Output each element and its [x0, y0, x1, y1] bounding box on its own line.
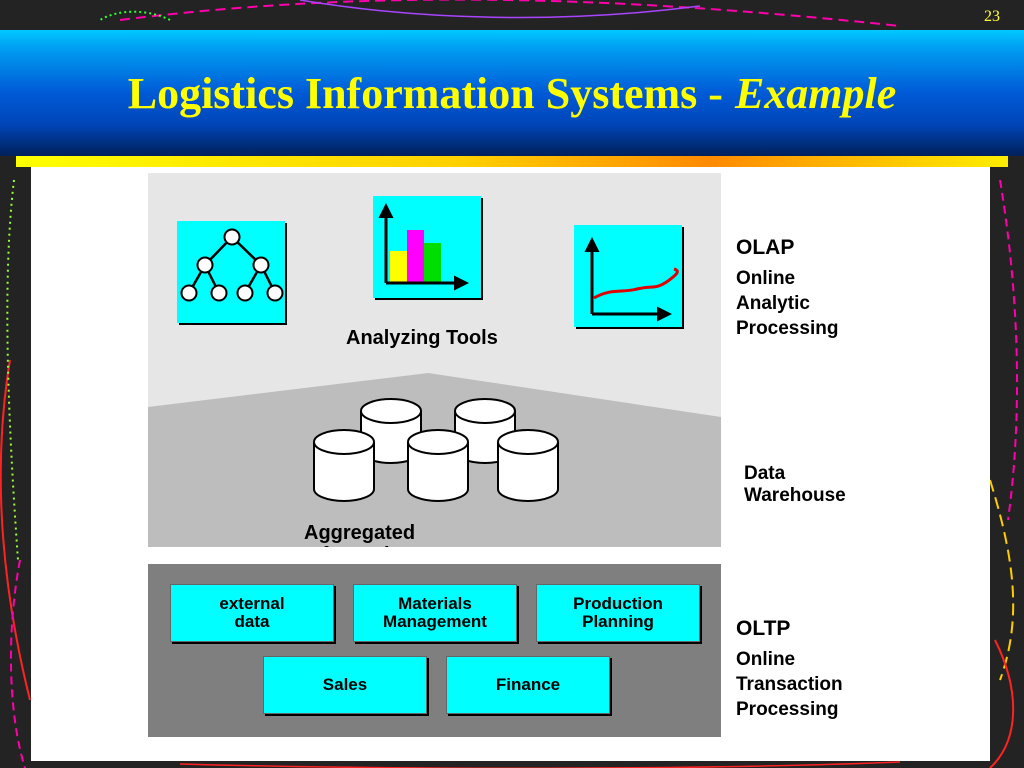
database-icon: [407, 429, 469, 502]
bar-chart-icon: [373, 196, 483, 300]
olap-line-1: Online: [736, 268, 796, 289]
warehouse-line-1: Data: [744, 463, 786, 484]
olap-line-3: Processing: [736, 318, 839, 339]
line-chart-icon: [574, 225, 684, 329]
olap-title: OLAP: [736, 236, 795, 259]
aggregated-caption: Aggregated: [304, 522, 415, 544]
external-data-box[interactable]: external data: [170, 584, 334, 642]
oltp-line-2: Transaction: [736, 674, 843, 695]
bar-green: [424, 243, 441, 283]
database-cylinders: [313, 398, 559, 502]
bar-magenta: [407, 230, 424, 283]
hierarchy-tree-icon: [177, 221, 287, 325]
olap-label: OLAP Online Analytic Processing: [736, 235, 838, 341]
olap-line-2: Analytic: [736, 293, 810, 314]
analyzing-tools-caption: Analyzing Tools: [346, 327, 498, 349]
database-icon: [497, 429, 559, 502]
slide-title-emphasis: Example: [734, 68, 897, 118]
trend-line: [593, 267, 679, 300]
materials-management-box[interactable]: Materials Management: [353, 584, 517, 642]
oltp-line-1: Online: [736, 649, 796, 670]
oltp-title: OLTP: [736, 617, 791, 640]
database-icon: [313, 429, 375, 502]
information-caption-partial: Information: [304, 544, 414, 566]
data-warehouse-label: Data Warehouse: [744, 463, 846, 507]
slide-number: 23: [984, 8, 1000, 25]
slide-content: Analyzing Tools: [31, 167, 990, 761]
title-accent-line: [16, 156, 1008, 167]
database-icon: [360, 398, 422, 464]
slide-title-main: Logistics Information Systems -: [127, 68, 723, 118]
production-planning-box[interactable]: Production Planning: [536, 584, 700, 642]
slide-title: Logistics Information Systems - Example: [0, 30, 1024, 156]
warehouse-line-2: Warehouse: [744, 485, 846, 506]
oltp-line-3: Processing: [736, 699, 839, 720]
finance-box[interactable]: Finance: [446, 656, 610, 714]
sales-box[interactable]: Sales: [263, 656, 427, 714]
title-bar: [0, 30, 1024, 156]
oltp-label: OLTP Online Transaction Processing: [736, 616, 843, 722]
bar-yellow: [390, 251, 407, 283]
